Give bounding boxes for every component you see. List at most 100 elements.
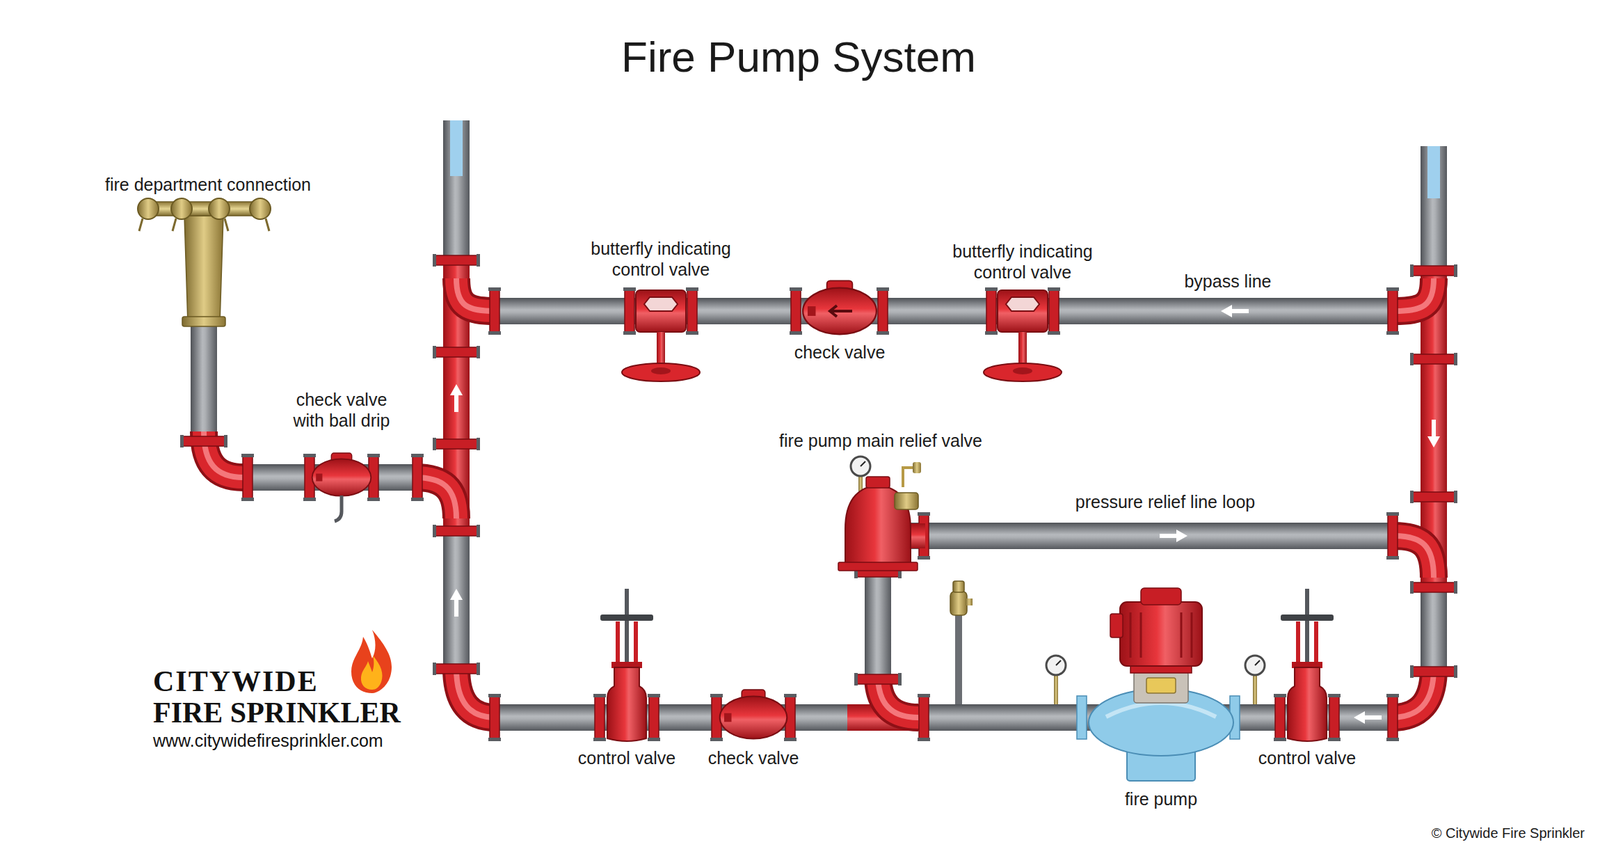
pipe (443, 120, 470, 677)
logo-text: CITYWIDE (153, 665, 319, 698)
flow-arrow (450, 384, 463, 412)
fire-pump (1110, 613, 1123, 638)
check-valve (829, 305, 853, 317)
flange (1386, 287, 1399, 335)
diagram-title: Fire Pump System (621, 31, 976, 83)
drain-valve (950, 580, 973, 704)
flange (432, 437, 480, 451)
part-label: check valve (708, 747, 800, 769)
fire-department-connection (137, 198, 271, 327)
part-label: pressure relief line loop (1075, 491, 1255, 513)
flow-arrow (1427, 419, 1440, 448)
part-label: check valve with ball drip (285, 389, 398, 431)
pipe-elbow (1394, 278, 1434, 311)
fire-department-connection (171, 198, 192, 220)
flow-arrow (1159, 529, 1188, 542)
pressure-gauge (1252, 673, 1258, 704)
pressure-gauge (1053, 673, 1059, 704)
logo-flame (361, 655, 383, 690)
part-label: bypass line (1184, 271, 1271, 293)
fire-department-connection (208, 198, 230, 220)
flange (1386, 693, 1399, 741)
part-label: control valve (578, 747, 676, 769)
pipe-elbow (1394, 535, 1434, 578)
check-valve-ball-drip (312, 452, 372, 522)
flow-arrow (1353, 710, 1382, 724)
fire-pump (1146, 677, 1176, 693)
pipe-elbow (203, 278, 1434, 718)
part-label: butterfly indicating control valve (939, 241, 1107, 283)
pump-illustration (983, 290, 1062, 382)
flange (432, 524, 480, 538)
flange (1410, 352, 1458, 366)
fire-pump (1133, 671, 1189, 703)
flange (1410, 264, 1458, 277)
fire-pump (1076, 587, 1240, 781)
check-valve (802, 280, 877, 334)
relief-valve (894, 492, 919, 510)
flange (411, 453, 424, 501)
pipe (1420, 146, 1447, 675)
flange (685, 287, 699, 335)
flange (1386, 512, 1399, 560)
flange (1410, 490, 1458, 503)
pipe (486, 297, 1399, 325)
flange (488, 287, 501, 335)
pump-illustration (1280, 588, 1334, 741)
fire-pump (1140, 587, 1182, 605)
flange (1410, 665, 1458, 678)
flange (180, 434, 228, 448)
fire-department-connection (184, 215, 224, 324)
flange (432, 662, 480, 675)
relief-valve (850, 456, 871, 476)
flange (488, 693, 501, 741)
relief-valve (866, 476, 890, 488)
pipe-elbow (1394, 278, 1434, 311)
logo-flame (351, 629, 392, 693)
flange (1328, 693, 1341, 741)
fire-department-connection (137, 198, 159, 220)
flange (180, 253, 1458, 741)
logo-flame (351, 629, 392, 693)
pressure-gauge (1245, 655, 1265, 675)
check-valve-ball-drip (334, 495, 342, 522)
fire-department-connection (249, 198, 271, 220)
flange (1410, 580, 1458, 594)
relief-valve (858, 475, 863, 492)
part-label: fire department connection (105, 174, 311, 196)
pump-illustration (621, 290, 700, 382)
flange (241, 453, 254, 501)
pump-illustration (600, 588, 654, 741)
pipe (450, 120, 463, 176)
relief-valve (912, 461, 922, 474)
fire-department-connection (182, 316, 226, 327)
flange (432, 345, 480, 359)
flange (1047, 287, 1061, 335)
part-label: fire pump main relief valve (779, 430, 983, 452)
drain-valve (950, 591, 967, 615)
pipe-elbow (1394, 278, 1434, 311)
part-label: control valve (1258, 747, 1356, 769)
drain-valve (953, 580, 965, 592)
pipe (190, 120, 1447, 731)
pipe-elbow (1394, 535, 1434, 578)
logo-url: www.citywidefiresprinkler.com (153, 730, 384, 752)
relief-valve (838, 562, 918, 571)
relief-valve (838, 456, 926, 571)
flow-arrow (450, 588, 463, 617)
pressure-gauge (1046, 655, 1066, 675)
part-label: butterfly indicating control valve (577, 238, 745, 280)
flange (789, 287, 803, 335)
pipe-elbow (1394, 535, 1434, 578)
fire-pump (1130, 612, 1192, 658)
flange (593, 693, 606, 741)
part-label: check valve (794, 342, 886, 364)
flange (854, 672, 902, 686)
logo-text: FIRE SPRINKLER (153, 696, 401, 729)
pump-illustration (720, 689, 788, 739)
flow-arrow (450, 304, 1440, 724)
flange (985, 287, 998, 335)
pipe (190, 320, 218, 439)
drain-valve (955, 612, 963, 704)
